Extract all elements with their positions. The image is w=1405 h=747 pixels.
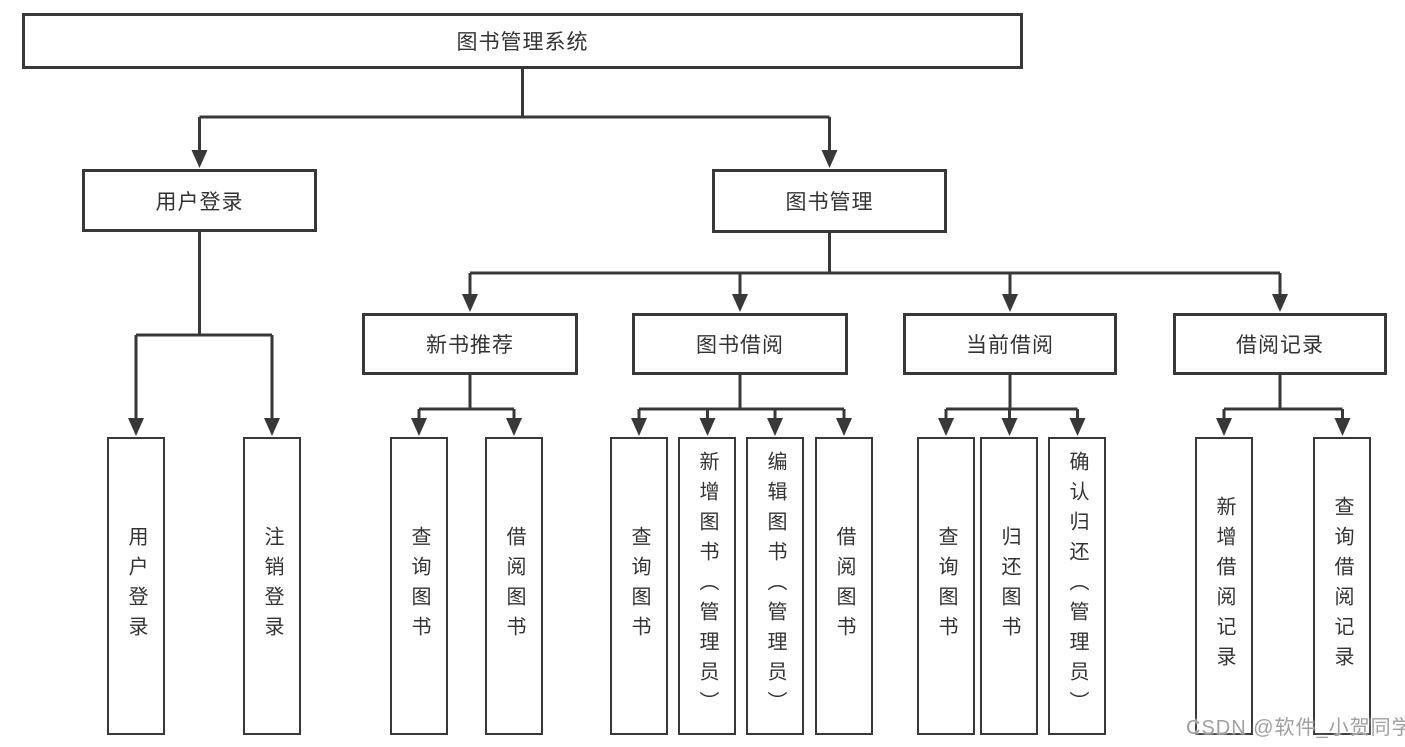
node-borrowing-records: 借阅记录 [1173,313,1387,375]
node-user-login: 用户登录 [82,169,317,232]
csdn-watermark: CSDN @软件_小贺同学 [1186,717,1405,739]
leaf-current-confirm-return-admin: 确认归还（管理员） [1048,437,1106,735]
leaf-user-login: 用户登录 [107,437,165,735]
node-book-management: 图书管理 [712,169,947,233]
leaf-recommend-borrow-books: 借阅图书 [485,437,543,735]
leaf-borrow-edit-books-admin: 编辑图书（管理员） [746,437,804,735]
node-book-borrowing: 图书借阅 [632,313,848,375]
leaf-current-return-books: 归还图书 [980,437,1038,735]
leaf-logout-login: 注销登录 [243,437,301,735]
leaf-recommend-query-books: 查询图书 [390,437,448,735]
leaf-current-query-books: 查询图书 [917,437,975,735]
node-new-book-recommendation: 新书推荐 [362,313,578,375]
leaf-records-query-borrow-record: 查询借阅记录 [1313,437,1371,735]
leaf-records-add-borrow-record: 新增借阅记录 [1195,437,1253,735]
node-library-management-system: 图书管理系统 [22,13,1023,69]
leaf-borrow-borrow-books: 借阅图书 [815,437,873,735]
node-current-borrowing: 当前借阅 [903,313,1117,375]
leaf-borrow-query-books: 查询图书 [610,437,668,735]
leaf-borrow-add-books-admin: 新增图书（管理员） [678,437,736,735]
